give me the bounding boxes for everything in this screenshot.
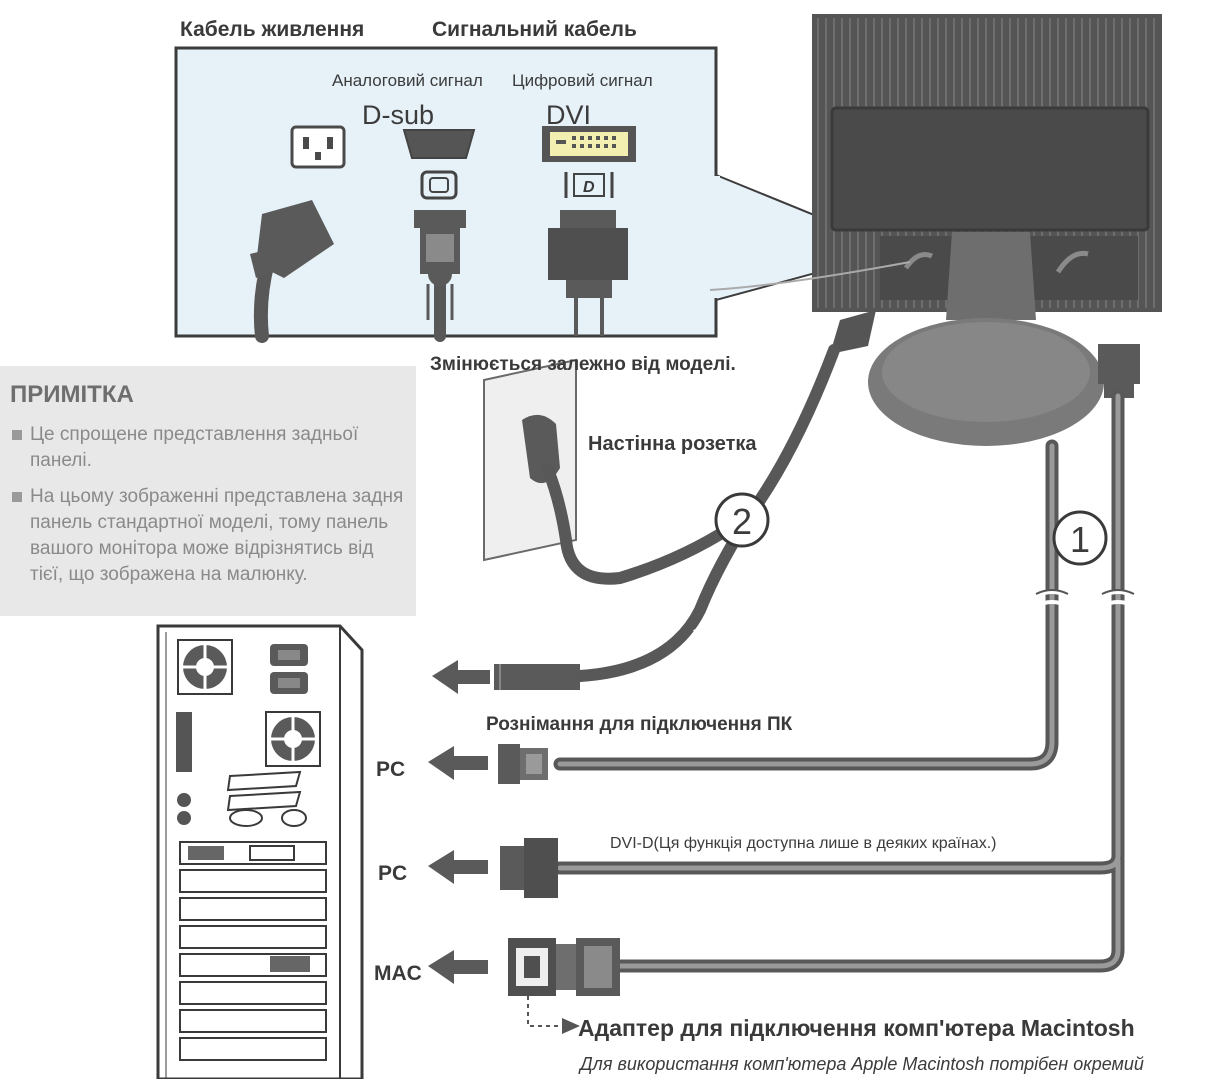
pc-tower-illustration [156,624,364,1079]
dsub-pc-plug [498,744,548,784]
varies-by-model-note: Змінюється залежно від моделі. [430,354,736,375]
mac-adapter-illustration [508,938,620,996]
note-item-2-line-3: вашого монітора може відрізнятись від [30,538,373,559]
dvi-label: DVI [546,100,591,130]
note-item-1-line-2: панелі. [30,450,92,471]
signal-cables [553,344,1140,973]
power-cord [494,310,876,690]
monitor-back-illustration [812,14,1162,446]
analog-symbol-icon [420,170,458,200]
power-socket-icon [290,125,346,169]
svg-text:D: D [583,179,595,196]
arrow-left-icon [428,850,488,884]
adapter-pointer [527,996,566,1027]
mac-label: MAC [374,962,422,985]
pointer-arrow-icon [562,1018,580,1034]
dsub-label: D-sub [362,100,434,130]
dsub-port-icon [402,129,476,159]
digital-signal-label: Цифровий сигнал [512,71,653,90]
note-item-2-line-2: панель стандартної моделі, тому панель [30,512,388,533]
signal-cable-label: Сигнальний кабель [432,18,637,41]
arrow-left-icon [428,950,488,984]
mac-adapter-note: Для використання комп'ютера Apple Macint… [578,1054,1144,1074]
pc-connector-label: Рознімання для підключення ПК [486,714,793,735]
power-cable-label: Кабель живлення [180,18,364,41]
cable-marker-1: 1 [1052,510,1108,566]
mac-adapter-label: Адаптер для підключення комп'ютера Macin… [578,1015,1135,1041]
note-bullet [12,492,22,502]
note-item-2-line-4: тієї, що зображена на малюнку. [30,564,308,585]
digital-symbol-icon: D [564,172,614,198]
pc-label-dvi: PC [378,862,407,885]
arrow-left-icon [428,746,488,780]
dvi-pc-plug [500,838,558,898]
arrow-left-icon [432,660,490,694]
analog-signal-label: Аналоговий сигнал [332,71,483,90]
dsub-plug-icon [414,210,466,342]
dvi-d-label: DVI-D(Ця функція доступна лише в деяких … [610,835,997,852]
wall-socket-illustration [483,358,736,585]
dvi-port-icon [542,126,636,162]
note-title: ПРИМІТКА [10,381,134,408]
note-box [0,366,416,616]
pc-label-dsub: PC [376,758,405,781]
wall-socket-label: Настінна розетка [588,433,757,455]
cable-marker-2: 2 [714,492,770,548]
note-bullet [12,430,22,440]
note-item-1-line-1: Це спрощене представлення задньої [30,424,359,445]
dvi-plug-icon [548,210,628,336]
power-plug-icon [250,200,334,343]
marker-2-text: 2 [732,501,752,542]
connector-legend-panel [174,46,904,338]
marker-1-text: 1 [1070,519,1090,560]
note-item-2-line-1: На цьому зображенні представлена задня [30,486,403,507]
